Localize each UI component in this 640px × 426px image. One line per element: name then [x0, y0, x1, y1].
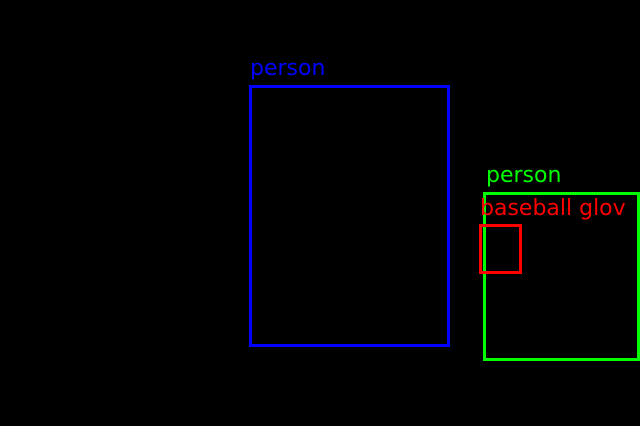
bounding-box-person [249, 85, 450, 347]
bounding-box-person [483, 192, 640, 361]
bounding-box-baseball-glove [479, 224, 522, 274]
detection-label-person: person [250, 56, 326, 81]
detection-label-person: person [486, 163, 562, 188]
detection-label-baseball-glove: baseball glov [480, 196, 626, 221]
